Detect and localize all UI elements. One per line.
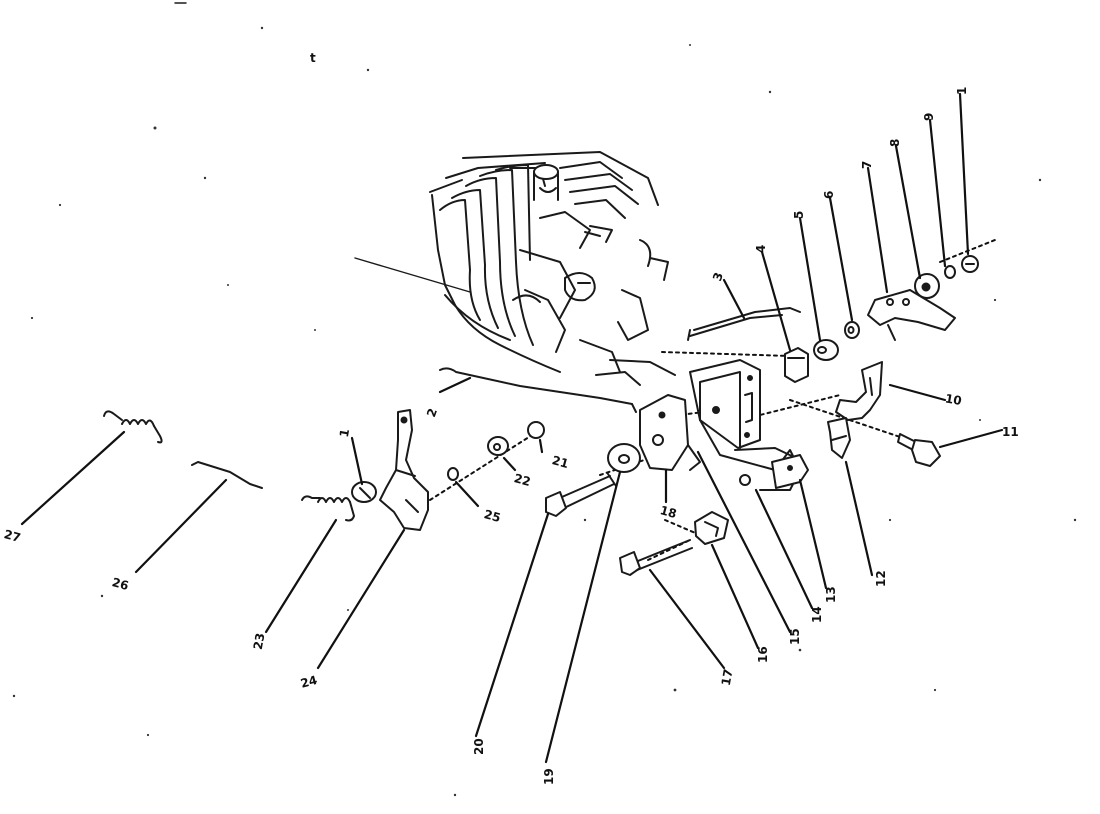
engine-block [354, 151, 676, 386]
leader-lines [20, 92, 1004, 764]
parts-19-20 [545, 443, 641, 517]
callout-10: 10 [944, 391, 963, 408]
callout-24: 24 [299, 673, 319, 691]
callout-5: 5 [792, 211, 806, 219]
callout-19: 19 [542, 768, 556, 785]
part-10-bracket [835, 361, 883, 421]
part-12-clip [827, 417, 851, 459]
part-2-link [439, 367, 637, 413]
callout-4: 4 [754, 245, 768, 253]
scan-noise [12, 2, 1077, 797]
callout-labels: t 1 9 8 7 6 5 4 3 2 10 11 12 13 14 15 16… [2, 51, 1018, 785]
upper-right-hardware [784, 255, 979, 383]
callout-9: 9 [922, 113, 936, 121]
callout-18: 18 [658, 503, 678, 521]
callout-1-lever: 1 [337, 428, 352, 439]
callout-6: 6 [822, 191, 836, 199]
part-27-spring [103, 410, 163, 444]
part-18-plate [639, 394, 701, 471]
callout-26: 26 [110, 575, 130, 593]
part-23-spring [301, 495, 355, 522]
stray-mark: t [310, 51, 316, 65]
callout-14: 14 [810, 606, 824, 623]
part-26-wire [191, 461, 263, 489]
callout-15: 15 [788, 628, 802, 645]
callout-12: 12 [874, 570, 888, 587]
callout-23: 23 [251, 632, 268, 651]
callout-3: 3 [710, 270, 726, 283]
callout-27: 27 [2, 527, 22, 545]
parts-21-22-25 [447, 421, 545, 481]
callout-21: 21 [550, 453, 570, 471]
callout-13: 13 [824, 586, 838, 603]
callout-2: 2 [424, 406, 440, 419]
callout-11: 11 [1002, 425, 1019, 439]
callout-16: 16 [756, 646, 770, 663]
callout-20: 20 [472, 738, 486, 755]
callout-17: 17 [719, 668, 736, 687]
callout-25: 25 [482, 507, 502, 525]
part-3-rod [687, 307, 801, 341]
part-24-lever [351, 409, 429, 531]
callout-7: 7 [860, 161, 874, 169]
parts-16-17 [619, 511, 729, 576]
callout-8: 8 [888, 139, 902, 147]
control-bracket [689, 359, 801, 491]
callout-1-top: 1 [955, 87, 969, 95]
part-11-bolt [897, 433, 941, 467]
callout-22: 22 [512, 471, 532, 489]
parts-13-15 [739, 454, 809, 489]
